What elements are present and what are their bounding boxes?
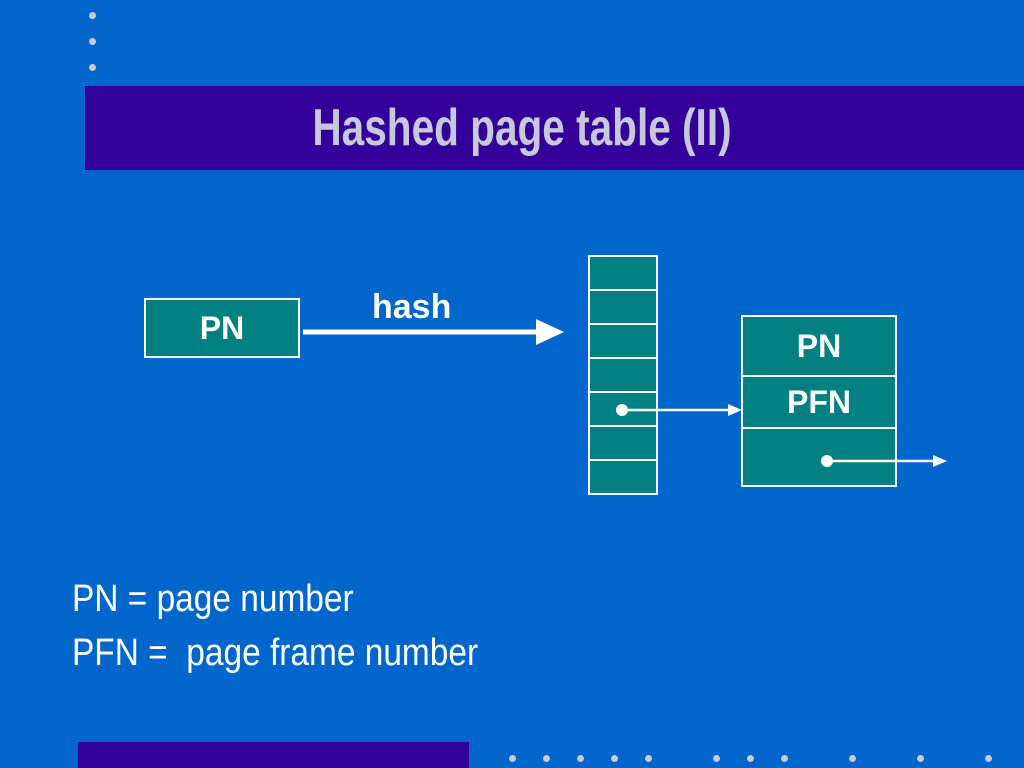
decorative-dot (577, 755, 584, 762)
entry-pfn-label: PFN (787, 383, 851, 420)
slot-pointer-arrow (616, 404, 742, 416)
decorative-dot (89, 64, 96, 71)
decorative-dot (713, 755, 720, 762)
decorative-dot (89, 38, 96, 45)
decorative-dot (747, 755, 754, 762)
legend-pfn: PFN = page frame number (72, 632, 479, 674)
decorative-dot (917, 755, 924, 762)
decorative-dot (509, 755, 516, 762)
title-bar (85, 86, 1024, 170)
next-pointer-arrow (821, 455, 947, 467)
entry-pn-label: PN (796, 327, 842, 364)
decorative-dot (781, 755, 788, 762)
decorative-dot (611, 755, 618, 762)
slide-title: Hashed page table (II) (312, 99, 732, 157)
decorative-dot (543, 755, 550, 762)
decorative-dot (645, 755, 652, 762)
hash-table-slot (588, 323, 658, 359)
entry-pfn-cell: PFN (741, 375, 897, 429)
legend-pn: PN = page number (72, 578, 354, 620)
hash-arrow (303, 319, 564, 345)
input-page-number-box: PN (144, 298, 300, 358)
footer-bar (78, 742, 469, 768)
hash-table-slot (588, 459, 658, 495)
input-page-number-label: PN (199, 309, 245, 346)
decorative-dot (849, 755, 856, 762)
decorative-dot (985, 755, 992, 762)
hash-label: hash (372, 288, 452, 326)
decorative-dot (89, 12, 96, 19)
hash-table-slot (588, 357, 658, 393)
entry-pn-cell: PN (741, 315, 897, 377)
entry-next-cell (741, 427, 897, 487)
